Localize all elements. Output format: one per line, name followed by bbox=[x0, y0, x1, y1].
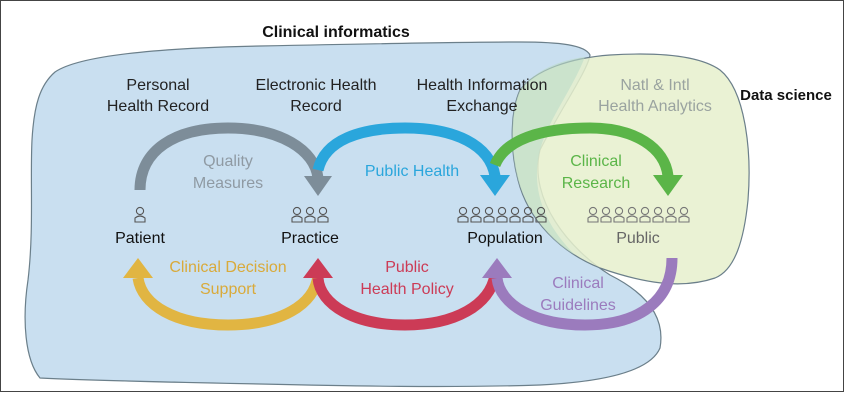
person-icon bbox=[639, 206, 651, 223]
person-icon bbox=[291, 206, 303, 223]
public-health-policy-label-line2: Health Policy bbox=[360, 281, 453, 298]
person-icon bbox=[587, 206, 599, 223]
arrow-clinical-guidelines bbox=[482, 257, 678, 331]
person-icon bbox=[626, 206, 638, 223]
data-science-region bbox=[511, 53, 750, 285]
quality-measures-label-line2: Measures bbox=[193, 175, 263, 192]
clinical-guidelines-label-line2: Guidelines bbox=[540, 297, 616, 314]
data-science-title: Data science bbox=[740, 87, 832, 104]
population-label: Population bbox=[467, 230, 543, 247]
arrow-clinical-research bbox=[489, 122, 683, 196]
overlap-region bbox=[512, 57, 585, 255]
arrow-public-health-policy bbox=[303, 258, 501, 331]
person-icon bbox=[535, 206, 547, 223]
person-icon bbox=[457, 206, 469, 223]
practice-label: Practice bbox=[281, 230, 339, 247]
natl-intl-health-analytics-label-line2: Health Analytics bbox=[598, 98, 712, 115]
arrow-clinical-decision-support bbox=[123, 258, 324, 331]
person-icon bbox=[509, 206, 521, 223]
population-icon-group bbox=[457, 206, 547, 223]
clinical-decision-support-label-line1: Clinical Decision bbox=[169, 259, 286, 276]
person-icon bbox=[483, 206, 495, 223]
person-icon bbox=[665, 206, 677, 223]
person-icon bbox=[522, 206, 534, 223]
practice-icon-group bbox=[291, 206, 329, 223]
person-icon bbox=[652, 206, 664, 223]
arrow-public-health bbox=[312, 122, 510, 196]
personal-health-record-label-line1: Personal bbox=[126, 77, 189, 94]
person-icon bbox=[304, 206, 316, 223]
clinical-informatics-title: Clinical informatics bbox=[262, 24, 410, 41]
arrow-quality-measures bbox=[134, 122, 332, 196]
public-icon-group bbox=[587, 206, 690, 223]
person-icon bbox=[470, 206, 482, 223]
patient-icon-group bbox=[134, 206, 146, 223]
patient-label: Patient bbox=[115, 230, 165, 247]
clinical-guidelines-label-line1: Clinical bbox=[552, 275, 604, 292]
clinical-decision-support-label-line2: Support bbox=[200, 281, 257, 298]
electronic-health-record-label-line2: Record bbox=[290, 98, 342, 115]
natl-intl-health-analytics-label-line1: Natl & Intl bbox=[620, 77, 689, 94]
person-icon bbox=[613, 206, 625, 223]
electronic-health-record-label-line1: Electronic Health bbox=[256, 77, 377, 94]
health-information-exchange-label-line1: Health Information bbox=[417, 77, 548, 94]
health-information-exchange-label-line2: Exchange bbox=[446, 98, 517, 115]
personal-health-record-label-line2: Health Record bbox=[107, 98, 209, 115]
person-icon bbox=[317, 206, 329, 223]
person-icon bbox=[496, 206, 508, 223]
public-health-label: Public Health bbox=[365, 163, 459, 180]
public-label: Public bbox=[616, 230, 660, 247]
person-icon bbox=[678, 206, 690, 223]
quality-measures-label-line1: Quality bbox=[203, 153, 253, 170]
person-icon bbox=[600, 206, 612, 223]
public-health-policy-label-line1: Public bbox=[385, 259, 429, 276]
person-icon bbox=[134, 206, 146, 223]
clinical-research-label-line1: Clinical bbox=[570, 153, 622, 170]
clinical-research-label-line2: Research bbox=[562, 175, 630, 192]
